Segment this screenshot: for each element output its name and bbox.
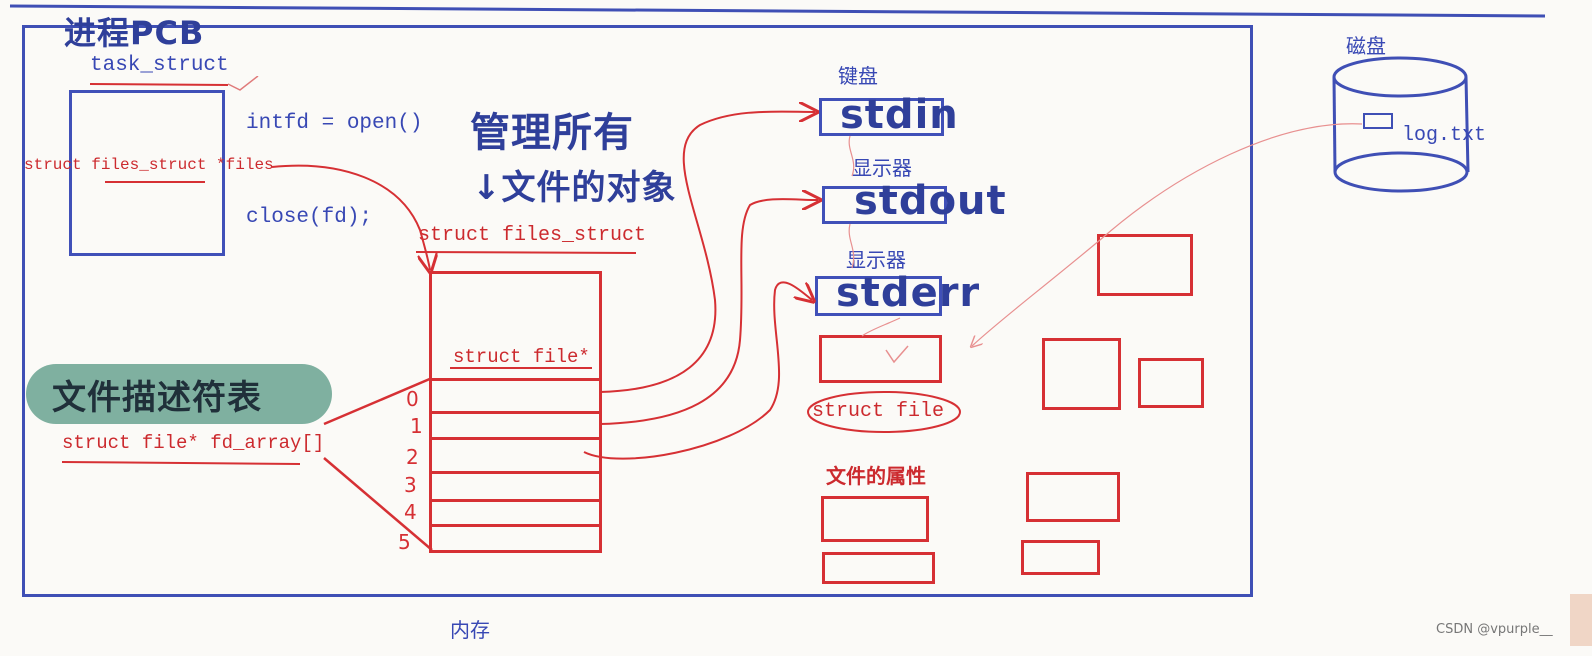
keyboard-label: 键盘 [838, 66, 878, 88]
display-label-2: 显示器 [846, 250, 906, 272]
file-objects-annotation: ↓文件的对象 [472, 168, 677, 208]
fd-index-4: 4 [404, 500, 417, 524]
pcb-annotation: 进程PCB [64, 14, 205, 52]
file-box-c [1138, 358, 1204, 408]
stdout-box [822, 186, 947, 224]
stdout-label: stdout [854, 178, 1007, 224]
files-field: struct files_struct *files [24, 156, 274, 174]
display-label-1: 显示器 [852, 158, 912, 180]
file-attributes-label: 文件的属性 [826, 466, 926, 488]
file-box-b [1042, 338, 1121, 410]
fd-slot-2 [432, 437, 599, 473]
fd-array-underline [61, 461, 301, 465]
task-struct-underline [89, 76, 259, 91]
fd-slot-1 [432, 411, 599, 439]
struct-file-label: struct file [812, 400, 945, 423]
fd-slot-3 [432, 471, 599, 501]
file-box-e [822, 552, 935, 584]
fd-table-annotation: 文件描述符表 [52, 378, 262, 418]
file-ptr-label: struct file* [453, 346, 590, 368]
file-box-a [1097, 234, 1193, 296]
file-object-box [819, 335, 942, 383]
fd-slot-4 [432, 499, 599, 527]
memory-label: 内存 [450, 620, 490, 642]
fd-table-badge [26, 364, 332, 424]
manage-all-annotation: 管理所有 [470, 110, 634, 156]
top-divider [9, 4, 1546, 18]
corner-tab [1570, 594, 1592, 646]
file-box-d [821, 496, 929, 542]
task-struct-label: task_struct [90, 54, 229, 77]
fd-index-5: 5 [398, 530, 411, 554]
close-call: close(fd); [246, 206, 373, 229]
files-struct-box [429, 271, 602, 553]
stderr-label: stderr [836, 270, 981, 316]
file-box-f [1026, 472, 1120, 522]
stdin-label: stdin [840, 92, 959, 138]
file-box-g [1021, 540, 1100, 575]
stdin-box [819, 98, 944, 136]
task-struct-box [69, 90, 225, 256]
open-call: intfd = open() [246, 112, 423, 135]
fd-index-1: 1 [410, 414, 423, 438]
fd-index-3: 3 [404, 473, 417, 497]
log-file-label: log.txt [1402, 124, 1487, 147]
watermark: CSDN @vpurple__ [1436, 622, 1553, 637]
fd-slot-0 [432, 378, 599, 413]
fd-index-2: 2 [406, 445, 419, 469]
fd-index-0: 0 [406, 387, 419, 411]
fd-array-label: struct file* fd_array[] [62, 432, 325, 454]
disk-label: 磁盘 [1346, 36, 1386, 58]
files-struct-title: struct files_struct [418, 224, 647, 247]
